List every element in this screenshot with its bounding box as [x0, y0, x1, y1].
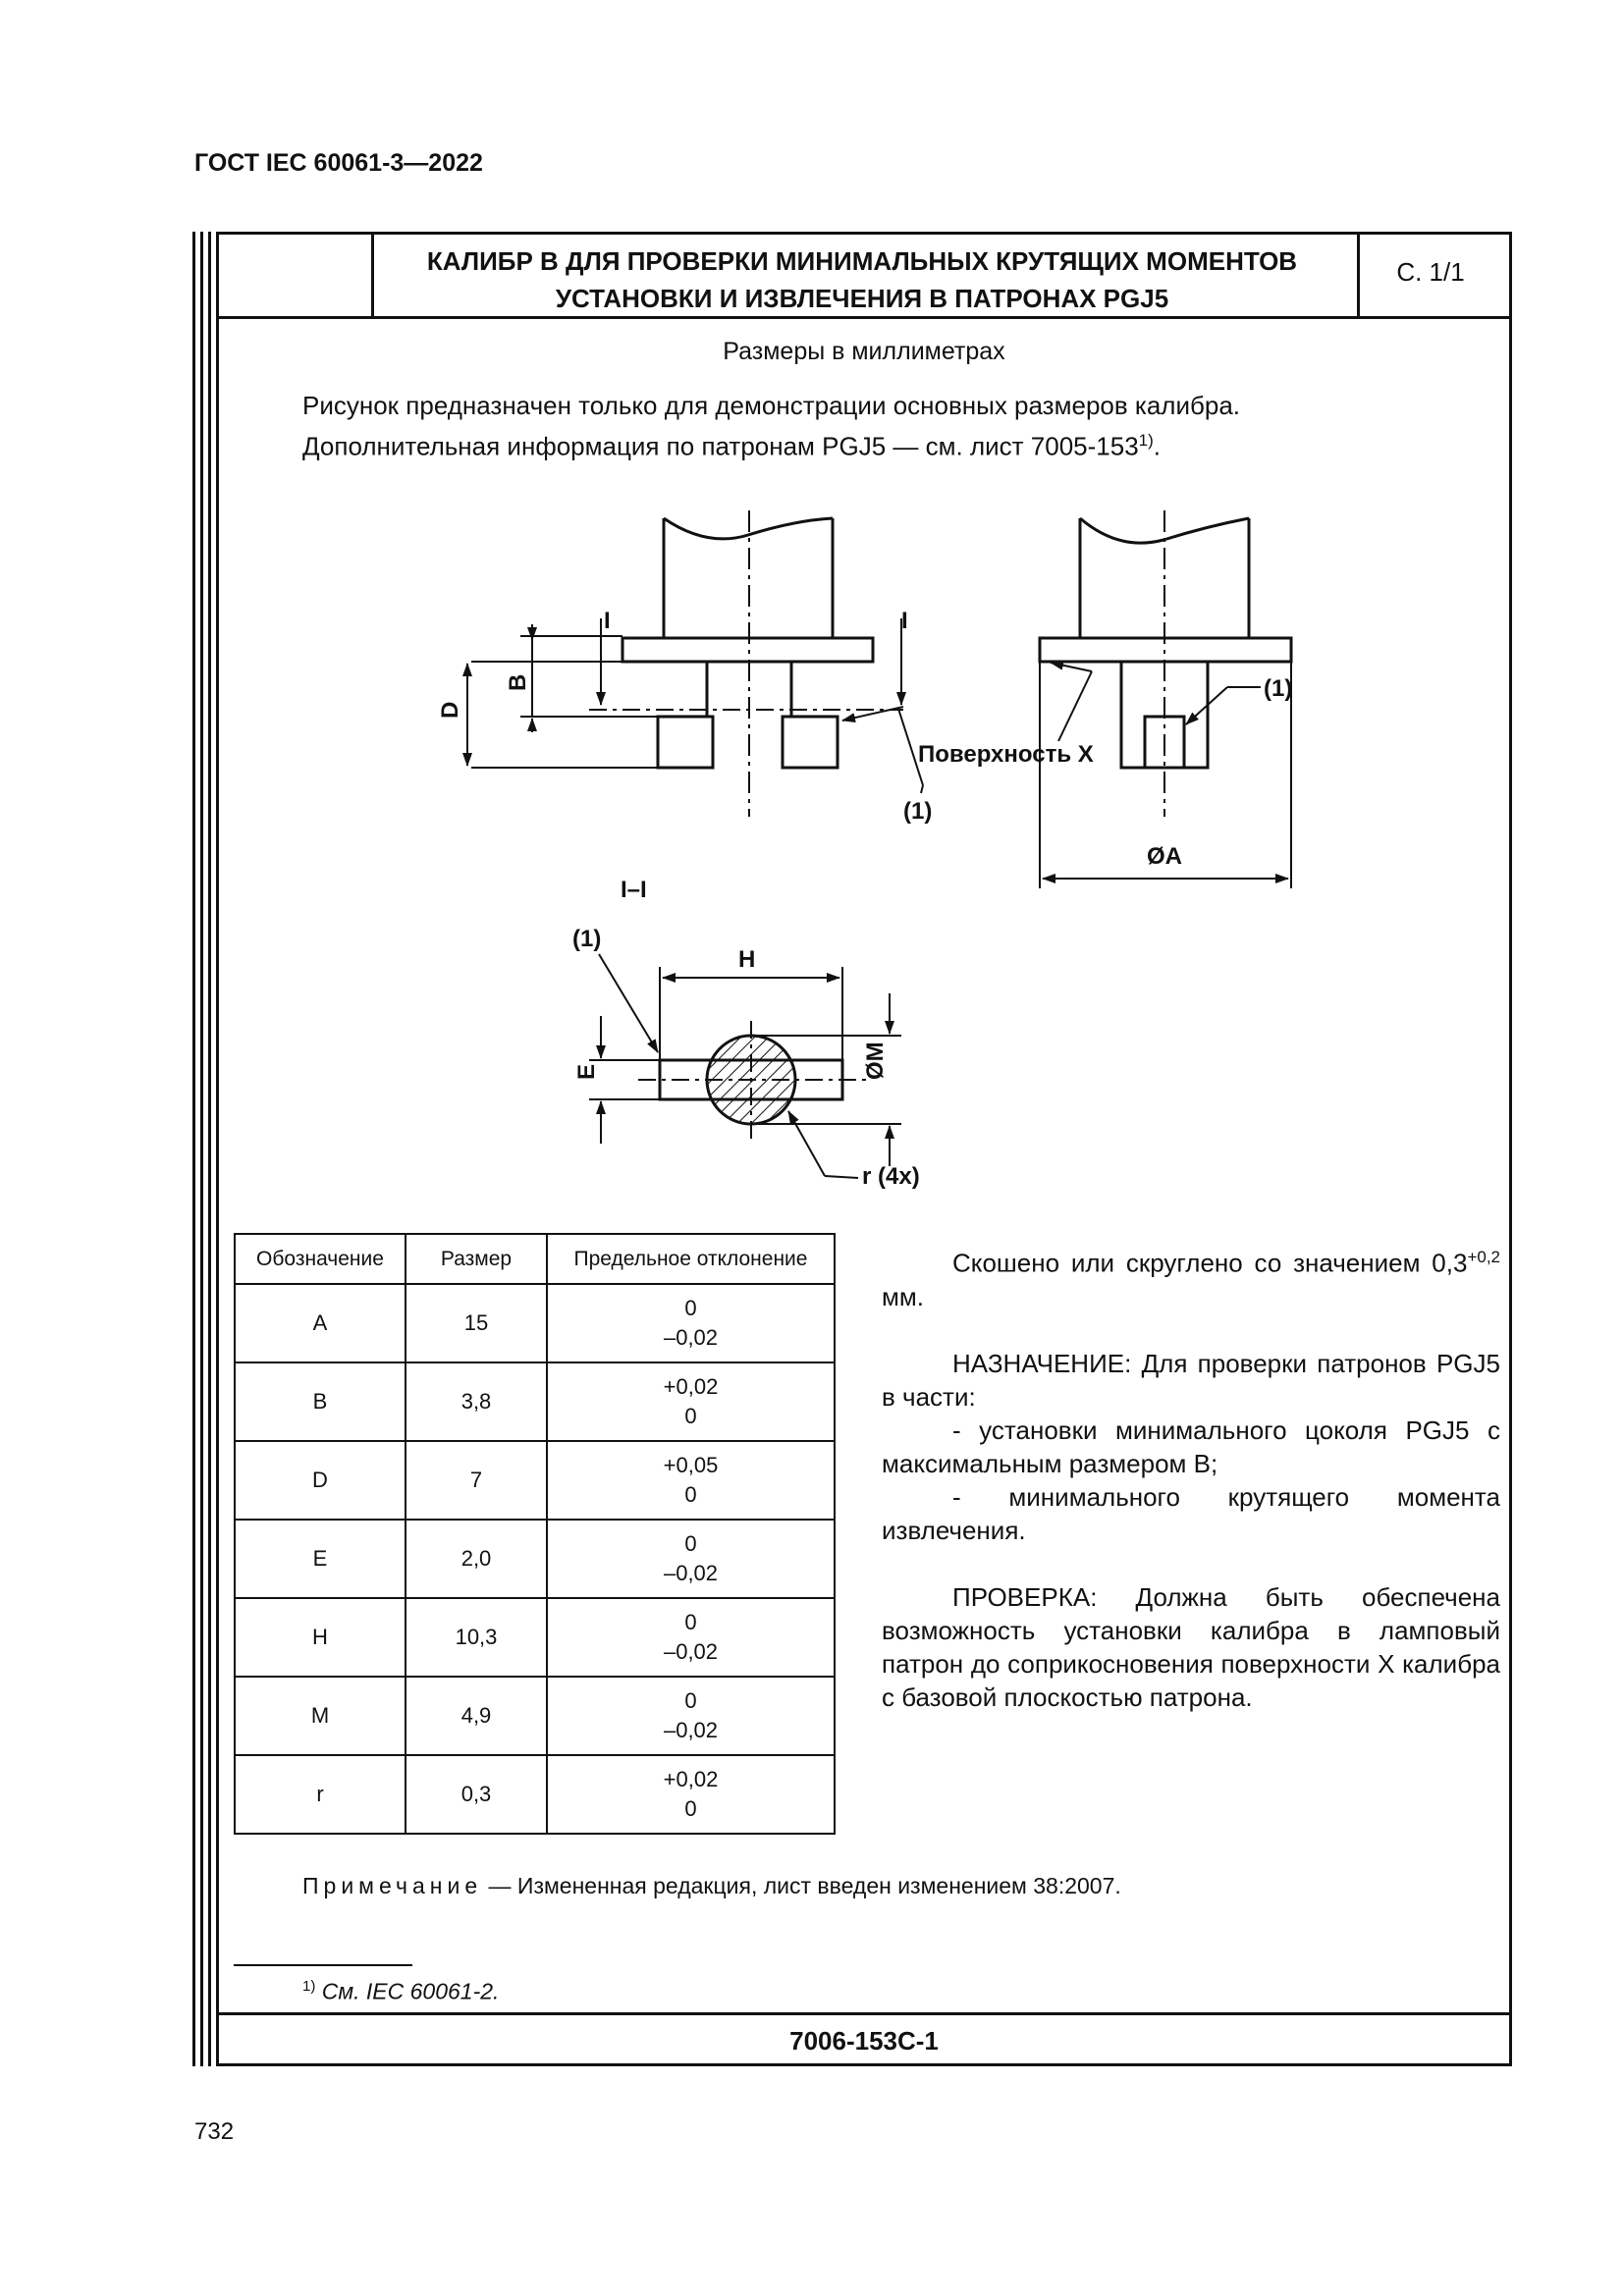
table-row: H 10,3 0–0,02 — [234, 1597, 836, 1678]
purpose-heading: НАЗНАЧЕНИЕ: Для проверки патронов PGJ5 в… — [882, 1348, 1500, 1412]
reference-1-label: (1) — [903, 798, 932, 825]
front-view — [589, 510, 903, 817]
cell-deviation: 0–0,02 — [546, 1283, 836, 1363]
dim-b-label: B — [505, 674, 531, 691]
units-note: Размеры в миллиметрах — [723, 338, 1005, 365]
header-symbol: Обозначение — [234, 1233, 406, 1285]
dim-d-label: D — [437, 702, 463, 719]
side-view — [1038, 510, 1293, 817]
cell-symbol: r — [234, 1754, 406, 1835]
table-header-row: Обозначение Размер Предельное отклонение — [234, 1233, 836, 1285]
side-description: Скошено или скруглено со значением 0,3+0… — [882, 1241, 1500, 1714]
title-divider — [216, 316, 1512, 319]
binding-line — [208, 232, 211, 2066]
header-size: Размер — [405, 1233, 548, 1285]
purpose-item: - минимального крутящего момента извлече… — [882, 1481, 1500, 1545]
cell-deviation: 0–0,02 — [546, 1676, 836, 1756]
cell-size: 15 — [405, 1283, 548, 1363]
cell-deviation: 0–0,02 — [546, 1597, 836, 1678]
gauge-drawing: I I D B Поверхность X (1) (1) ØA I–I (1)… — [437, 510, 1293, 1190]
amendment-note: Примечание — Измененная редакция, лист в… — [302, 1873, 1121, 1898]
footer-divider — [216, 2012, 1512, 2015]
dim-m-label: ØM — [862, 1041, 889, 1080]
section-mark-right: I — [901, 608, 908, 634]
check-note: ПРОВЕРКА: Должна быть обеспечена возможн… — [882, 1581, 1500, 1712]
cell-symbol: H — [234, 1597, 406, 1678]
title-cell-divider — [1357, 232, 1360, 316]
chamfer-note: Скошено или скруглено со значением 0,3+0… — [882, 1248, 1500, 1311]
cell-symbol: B — [234, 1362, 406, 1442]
cell-size: 7 — [405, 1440, 548, 1521]
reference-1-label: (1) — [572, 926, 601, 952]
dim-h-label: H — [738, 946, 755, 973]
cell-symbol: A — [234, 1283, 406, 1363]
binding-line — [192, 232, 195, 2066]
cell-size: 3,8 — [405, 1362, 548, 1442]
section-title: I–I — [621, 877, 647, 903]
sheet-title: КАЛИБР В ДЛЯ ПРОВЕРКИ МИНИМАЛЬНЫХ КРУТЯЩ… — [426, 246, 1298, 313]
footnote-rule — [234, 1964, 412, 1966]
cell-size: 10,3 — [405, 1597, 548, 1678]
cell-symbol: D — [234, 1440, 406, 1521]
section-mark-left: I — [604, 608, 611, 634]
document-code: ГОСТ IEC 60061-3—2022 — [194, 149, 483, 177]
page-number: 732 — [194, 2118, 235, 2145]
sheet-frame — [216, 232, 1512, 2066]
intro-text: Рисунок предназначен только для демонстр… — [302, 391, 1241, 461]
sheet-number: 7006-153С-1 — [789, 2026, 939, 2056]
radius-label: r (4x) — [862, 1163, 920, 1190]
reference-1-label: (1) — [1264, 675, 1292, 702]
purpose-item: - установки минимального цоколя PGJ5 с м… — [882, 1415, 1500, 1478]
header-deviation: Предельное отклонение — [546, 1233, 836, 1285]
table-row: M 4,9 0–0,02 — [234, 1676, 836, 1756]
section-view — [589, 953, 901, 1179]
dim-e-label: E — [573, 1064, 600, 1080]
dimensions-table: Обозначение Размер Предельное отклонение… — [234, 1233, 836, 1835]
cell-size: 2,0 — [405, 1519, 548, 1599]
title-cell-divider — [371, 232, 374, 316]
footnote: 1) См. IEC 60061-2. — [302, 1978, 500, 2004]
dim-a-label: ØA — [1147, 843, 1182, 870]
table-row: E 2,0 0–0,02 — [234, 1519, 836, 1599]
binding-line — [200, 232, 203, 2066]
surface-x-label: Поверхность X — [918, 741, 1094, 768]
cell-symbol: M — [234, 1676, 406, 1756]
cell-size: 4,9 — [405, 1676, 548, 1756]
table-row: A 15 0–0,02 — [234, 1283, 836, 1363]
cell-deviation: 0–0,02 — [546, 1519, 836, 1599]
sheet-page-indicator: С. 1/1 — [1396, 257, 1465, 287]
cell-size: 0,3 — [405, 1754, 548, 1835]
cell-symbol: E — [234, 1519, 406, 1599]
